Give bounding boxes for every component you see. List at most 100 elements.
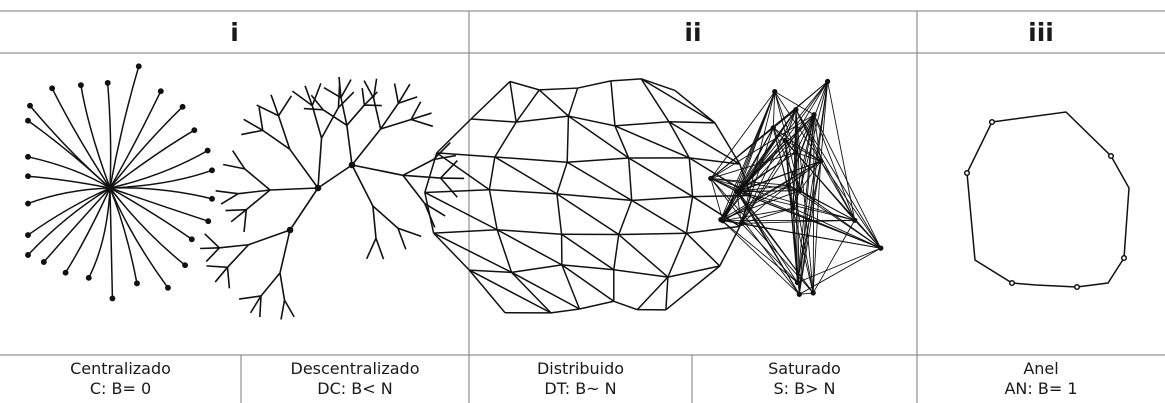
- saturated-node: [810, 290, 816, 296]
- saturated-edge: [787, 81, 829, 186]
- tree-branch: [238, 189, 271, 195]
- tree-branch: [226, 267, 231, 289]
- tree-branch: [270, 94, 280, 117]
- saturated-node: [852, 217, 858, 223]
- tree-branch: [311, 83, 322, 106]
- network-formula: S: B> N: [773, 379, 836, 398]
- header-iii: iii: [1028, 17, 1054, 47]
- saturated-node: [878, 245, 884, 251]
- mesh-edge: [433, 228, 498, 234]
- mesh-edge: [488, 156, 496, 190]
- saturated-edge: [796, 114, 815, 283]
- star-spoke: [88, 187, 111, 279]
- tree-branch: [317, 138, 323, 189]
- mesh-edge: [436, 152, 495, 158]
- mesh-edge: [509, 80, 540, 91]
- saturated-edge: [710, 178, 724, 221]
- mesh-edge: [577, 80, 612, 89]
- star-spoke: [109, 90, 162, 189]
- tree-branch: [340, 97, 348, 126]
- star-leaf-node: [191, 127, 198, 134]
- label-distribuido: Distribuido DT: B~ N: [469, 355, 692, 403]
- mesh-edge: [613, 234, 620, 270]
- mesh-edge: [538, 89, 569, 117]
- tree-branch: [337, 91, 355, 109]
- saturated-edge: [722, 184, 789, 222]
- tree-branch: [303, 107, 324, 111]
- saturated-edge: [710, 178, 814, 294]
- label-anel: Anel AN: B= 1: [917, 355, 1165, 403]
- network-name: Centralizado: [70, 359, 171, 378]
- tree-branch: [393, 83, 400, 104]
- mesh-edge: [424, 188, 490, 194]
- network-name: Descentralizado: [290, 359, 420, 378]
- network-name: Distribuido: [536, 359, 625, 378]
- header-ii: ii: [684, 17, 702, 47]
- star-leaf-node: [204, 147, 211, 154]
- mesh-edge: [613, 300, 638, 311]
- mesh-edge: [631, 195, 693, 202]
- saturated-edge: [736, 152, 797, 192]
- mesh-edge: [567, 87, 579, 117]
- tree-branch: [238, 295, 262, 300]
- saturated-node: [793, 149, 799, 156]
- mesh-edge: [640, 78, 670, 123]
- tree-branch: [280, 300, 286, 320]
- tree-branch: [397, 83, 411, 104]
- mesh-edge: [667, 232, 688, 278]
- saturated-node: [708, 175, 714, 182]
- saturated-edge: [784, 109, 797, 141]
- mesh-edge: [556, 193, 563, 235]
- star-spoke: [27, 156, 111, 189]
- saturated-edge: [784, 81, 828, 141]
- saturated-edge: [795, 109, 856, 221]
- star-leaf-node: [188, 236, 195, 243]
- mesh-edge: [424, 191, 498, 231]
- tree-branch: [402, 174, 441, 179]
- mesh-edge: [511, 271, 552, 314]
- saturated-edge: [722, 207, 794, 222]
- star-leaf-node: [104, 79, 111, 86]
- tree-branch: [372, 98, 382, 130]
- network-formula: DT: B~ N: [544, 379, 617, 398]
- star-spoke: [109, 149, 209, 189]
- mesh-edge: [509, 81, 517, 123]
- star-spoke: [27, 187, 111, 205]
- mesh-edge: [568, 115, 630, 159]
- mesh-edge: [424, 192, 435, 234]
- tree-branch: [351, 128, 382, 166]
- saturated-edge: [740, 91, 776, 224]
- tree-branch: [379, 102, 399, 130]
- saturated-edge: [784, 140, 794, 209]
- mesh-edge: [665, 277, 669, 310]
- saturated-node: [738, 220, 745, 227]
- star-leaf-node: [25, 232, 31, 239]
- saturated-edge: [792, 114, 815, 209]
- tree-branch: [205, 247, 220, 263]
- saturated-edge: [796, 81, 829, 283]
- tree-branch: [361, 88, 366, 106]
- saturated-edge: [736, 184, 789, 192]
- label-descentralizado: Descentralizado DC: B< N: [241, 355, 469, 403]
- saturated-edge: [736, 114, 815, 192]
- star-spoke: [43, 187, 111, 263]
- mesh-edge: [628, 157, 693, 198]
- mesh-edge: [489, 188, 557, 195]
- saturated-edge: [736, 191, 742, 224]
- saturated-node: [797, 187, 803, 194]
- tree-branch: [351, 164, 404, 177]
- tree-branch: [311, 105, 323, 139]
- mesh-edge: [614, 120, 669, 127]
- saturated-edge: [736, 191, 814, 294]
- star-spoke: [109, 187, 186, 266]
- mesh-edge: [496, 229, 513, 273]
- saturated-node: [772, 88, 778, 95]
- star-spoke: [109, 187, 209, 222]
- saturated-node: [796, 291, 802, 297]
- tree-branch: [244, 168, 271, 191]
- star-spoke: [106, 82, 112, 189]
- tree-branch: [260, 272, 281, 297]
- tree-branch: [365, 237, 377, 260]
- tree-branch: [262, 129, 291, 150]
